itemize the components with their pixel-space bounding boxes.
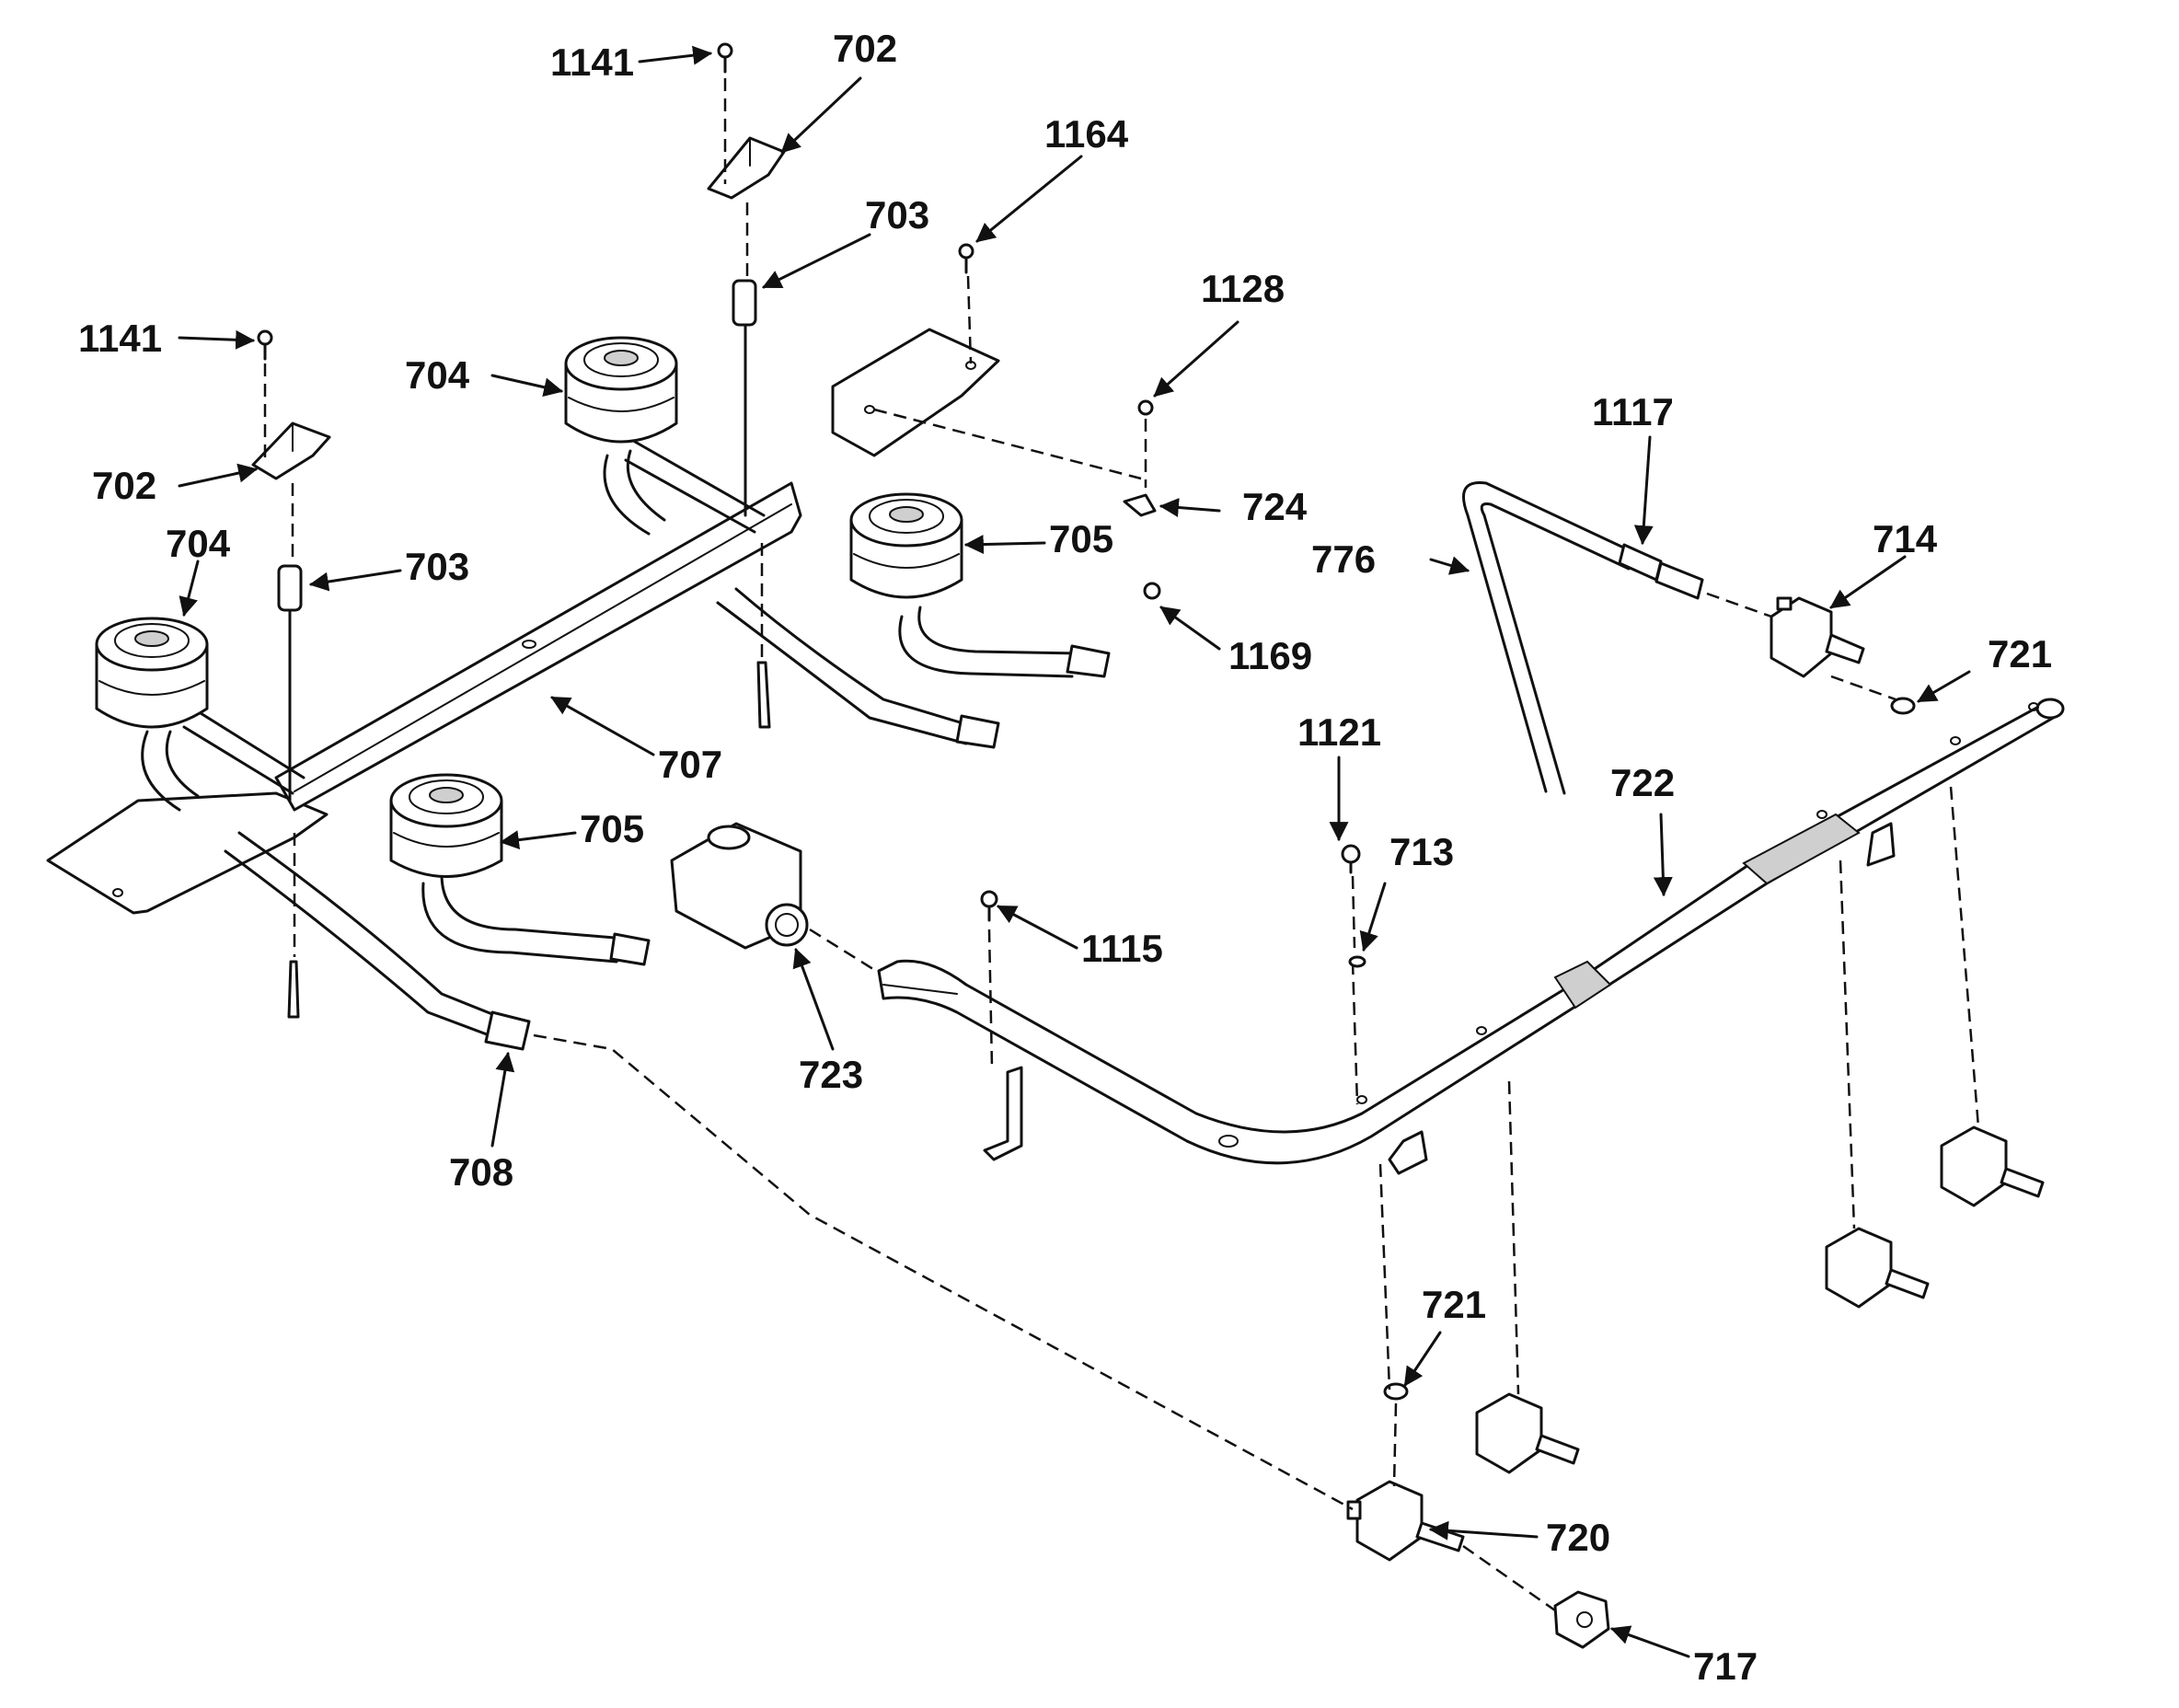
assembly-lines — [533, 786, 1980, 1511]
label-724: 724 — [1242, 485, 1308, 528]
burner-704-left — [95, 617, 209, 729]
label-713: 713 — [1389, 830, 1454, 873]
label-708: 708 — [449, 1150, 513, 1194]
burner-704-rear — [564, 336, 678, 444]
label-722: 722 — [1610, 761, 1675, 804]
label-1169: 1169 — [1228, 634, 1312, 677]
label-703: 703 — [405, 545, 469, 588]
label-707: 707 — [658, 743, 722, 786]
screws — [257, 42, 1161, 600]
label-714: 714 — [1873, 517, 1938, 560]
label-704: 704 — [405, 353, 470, 397]
burner-705-front — [389, 773, 503, 878]
burner-valves — [1346, 1125, 2045, 1562]
label-702: 702 — [92, 464, 156, 507]
ignitor-703-left — [277, 564, 303, 1019]
label-705: 705 — [580, 807, 644, 850]
label-1115: 1115 — [1081, 927, 1163, 970]
label-1121: 1121 — [1297, 710, 1381, 754]
label-1117: 1117 — [1592, 390, 1674, 433]
label-1128: 1128 — [1201, 267, 1285, 310]
part-labels: 1141 702 1164 703 1128 1141 704 702 724 … — [78, 27, 2052, 1688]
label-721: 721 — [1988, 632, 2052, 675]
label-1164: 1164 — [1044, 112, 1129, 156]
bracket-702-left — [251, 421, 331, 480]
label-776: 776 — [1311, 537, 1376, 581]
leader-lines — [178, 45, 1971, 1658]
burner-705-rear — [849, 492, 963, 599]
label-1141: 1141 — [78, 317, 162, 360]
burner-support-frame — [46, 328, 1000, 915]
gas-manifold-722 — [877, 698, 2065, 1175]
valve-714 — [1770, 596, 1897, 701]
label-705: 705 — [1049, 517, 1113, 560]
label-703: 703 — [865, 193, 929, 237]
label-721: 721 — [1422, 1283, 1486, 1326]
ignitor-703-rear — [732, 279, 771, 729]
pressure-regulator-723 — [670, 822, 884, 977]
valve-parts — [1383, 697, 1916, 1649]
label-720: 720 — [1546, 1516, 1610, 1559]
burner-tubes — [141, 440, 1111, 1051]
label-717: 717 — [1693, 1645, 1758, 1688]
label-704: 704 — [166, 522, 231, 565]
pilot-tube-776 — [1462, 480, 1772, 795]
label-702: 702 — [833, 27, 897, 70]
bracket-702-top — [707, 136, 786, 200]
label-723: 723 — [799, 1053, 863, 1096]
label-1141: 1141 — [550, 40, 634, 84]
